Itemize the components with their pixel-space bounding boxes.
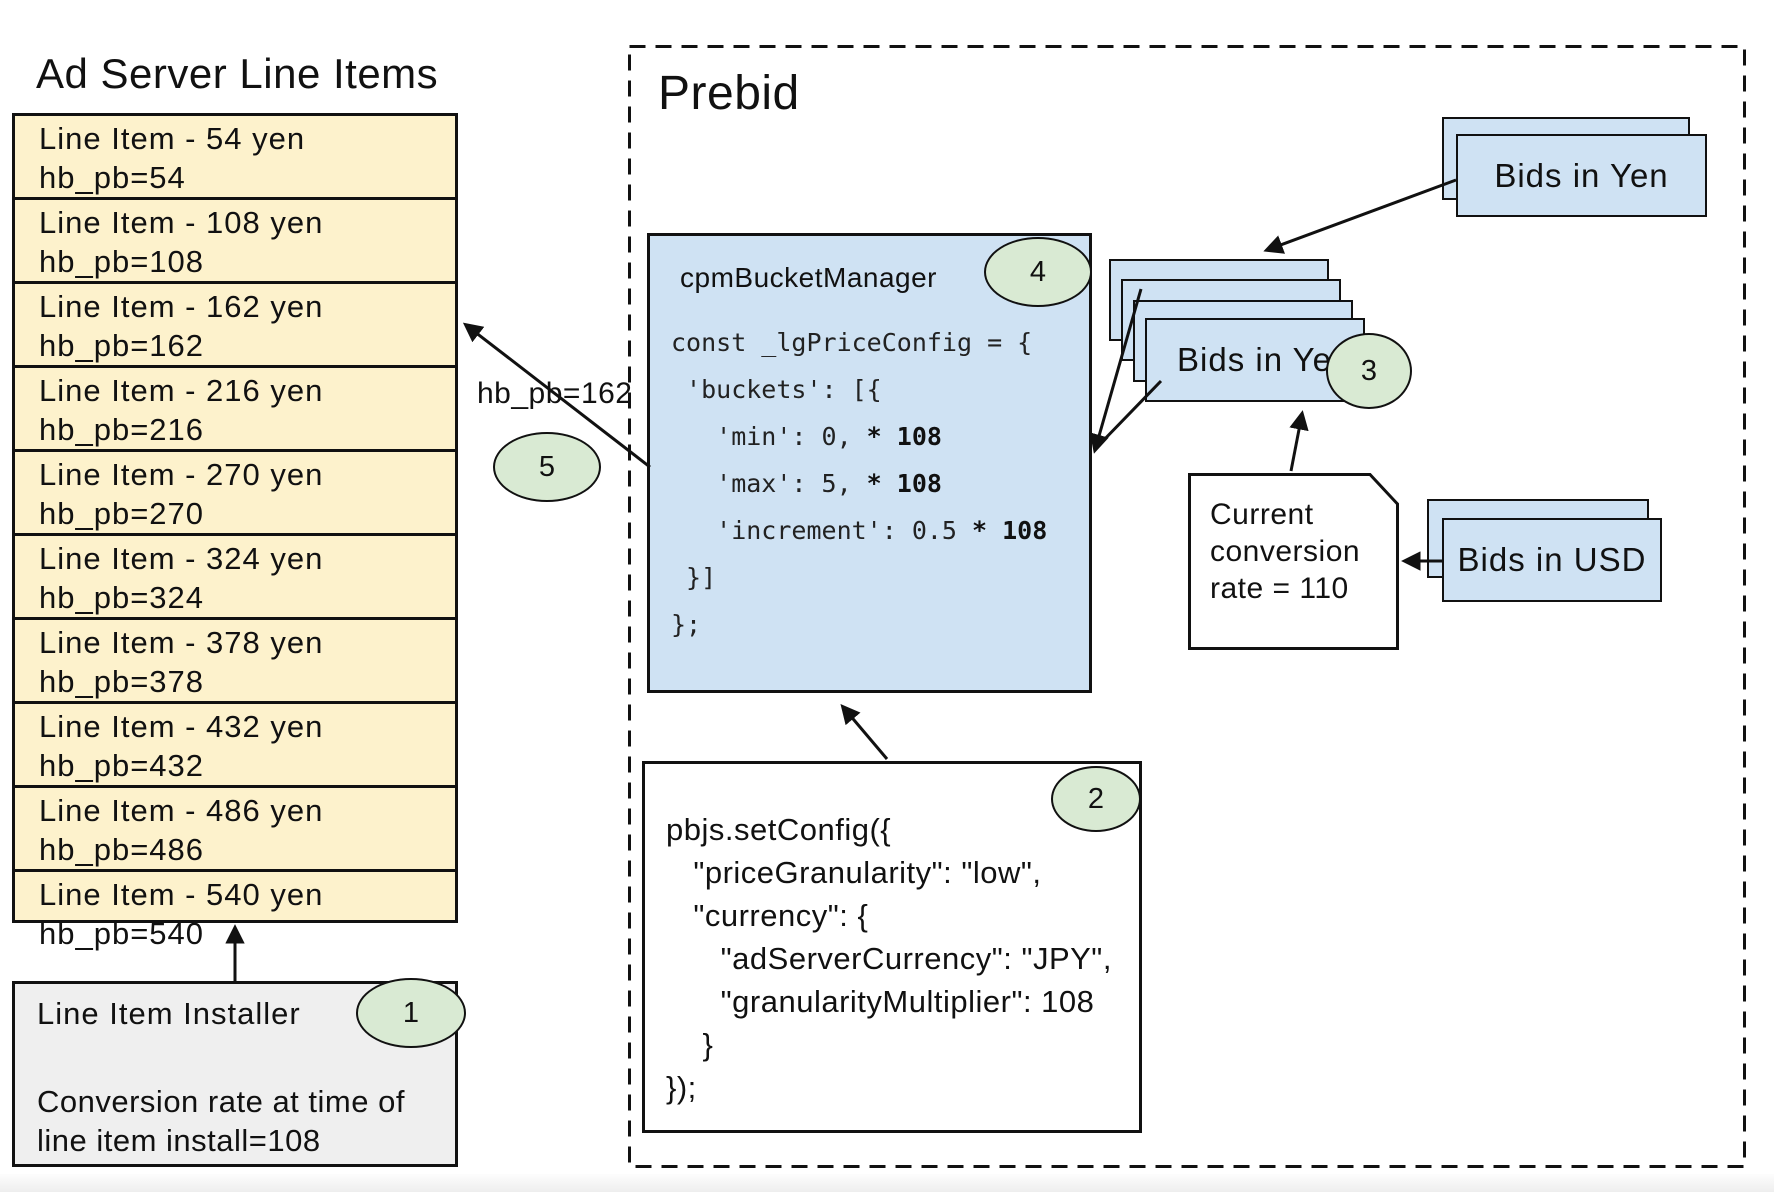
line-item-name: Line Item - 270 yen [39, 457, 324, 492]
set-config-code-line: } [666, 1027, 714, 1062]
set-config-step-badge: 2 [1051, 766, 1141, 832]
page-bottom-edge [0, 1174, 1774, 1192]
line-item-hbpb: hb_pb=162 [39, 328, 205, 363]
line-item-installer-box: Line Item Installer Conversion rate at t… [12, 981, 458, 1167]
line-item-name: Line Item - 162 yen [39, 289, 324, 324]
hb-pb-step-badge: 5 [493, 432, 601, 502]
line-item-row: Line Item - 108 yen hb_pb=108 [15, 200, 455, 284]
conversion-note-line-3: rate = 110 [1210, 572, 1349, 605]
installer-note: Conversion rate at time of line item ins… [37, 1082, 405, 1160]
line-item-row: Line Item - 432 yen hb_pb=432 [15, 704, 455, 788]
installer-note-line-2: line item install=108 [37, 1123, 321, 1158]
line-item-name: Line Item - 54 yen [39, 121, 306, 156]
set-config-code-line: pbjs.setConfig({ [666, 812, 892, 847]
line-item-hbpb: hb_pb=324 [39, 580, 205, 615]
installer-title: Line Item Installer [37, 996, 301, 1031]
arrow-note-to-stack [1289, 410, 1309, 472]
set-config-code-line: "currency": { [666, 898, 869, 933]
cpm-code-line: 'buckets': [{ [671, 375, 882, 404]
arrow-yen-top-to-stack [1263, 178, 1457, 254]
bids-in-yen-top-card: Bids in Yen [1456, 134, 1707, 217]
set-config-code-line: "granularityMultiplier": 108 [666, 984, 1095, 1019]
bids-in-usd-card: Bids in USD [1442, 518, 1662, 602]
line-item-row: Line Item - 216 yen hb_pb=216 [15, 368, 455, 452]
conversion-note-line-1: Current [1210, 498, 1314, 531]
bids-in-usd-label: Bids in USD [1457, 541, 1647, 578]
line-item-hbpb: hb_pb=54 [39, 160, 186, 195]
conversion-rate-note: Current conversion rate = 110 [1210, 496, 1360, 607]
line-item-hbpb: hb_pb=486 [39, 832, 205, 867]
set-config-code-block: pbjs.setConfig({ "priceGranularity": "lo… [666, 808, 1112, 1109]
cpm-code-line: 'min': 0, * 108 [671, 422, 942, 451]
line-item-hbpb: hb_pb=540 [39, 916, 205, 951]
line-item-name: Line Item - 378 yen [39, 625, 324, 660]
line-item-name: Line Item - 324 yen [39, 541, 324, 576]
line-item-hbpb: hb_pb=270 [39, 496, 205, 531]
line-item-hbpb: hb_pb=432 [39, 748, 205, 783]
cpm-bucket-manager-label: cpmBucketManager [680, 262, 938, 293]
line-item-hbpb: hb_pb=108 [39, 244, 205, 279]
line-item-row: Line Item - 378 yen hb_pb=378 [15, 620, 455, 704]
prebid-title: Prebid [658, 67, 800, 120]
installer-note-line-1: Conversion rate at time of [37, 1084, 405, 1119]
cpm-code-line: const _lgPriceConfig = { [671, 328, 1033, 357]
set-config-code-line: "adServerCurrency": "JPY", [666, 941, 1112, 976]
hb-pb-arrow-label: hb_pb=162 [477, 377, 633, 410]
line-item-name: Line Item - 432 yen [39, 709, 324, 744]
line-item-row: Line Item - 270 yen hb_pb=270 [15, 452, 455, 536]
ad-server-title: Ad Server Line Items [36, 50, 439, 97]
line-item-row: Line Item - 486 yen hb_pb=486 [15, 788, 455, 872]
cpm-code-line: 'max': 5, * 108 [671, 469, 942, 498]
line-item-hbpb: hb_pb=216 [39, 412, 205, 447]
line-item-row: Line Item - 540 yen hb_pb=540 [15, 872, 455, 953]
conversion-note-line-2: conversion [1210, 535, 1361, 568]
line-item-name: Line Item - 216 yen [39, 373, 324, 408]
arrow-config-to-cpm [840, 704, 889, 760]
installer-step-badge: 1 [356, 978, 466, 1048]
line-item-name: Line Item - 486 yen [39, 793, 324, 828]
cpm-code-line: 'increment': 0.5 * 108 [671, 516, 1048, 545]
cpm-code-block: const _lgPriceConfig = { 'buckets': [{ '… [671, 319, 1047, 648]
line-item-name: Line Item - 108 yen [39, 205, 324, 240]
cpm-code-line: }] [671, 563, 717, 592]
line-item-row: Line Item - 54 yen hb_pb=54 [15, 116, 455, 200]
line-item-name: Line Item - 540 yen [39, 877, 324, 912]
cpm-code-line: }; [671, 610, 702, 639]
bids-in-yen-step-badge: 3 [1326, 333, 1412, 409]
cpm-step-badge: 4 [984, 237, 1092, 307]
set-config-code-line: }); [666, 1070, 697, 1105]
line-item-row: Line Item - 324 yen hb_pb=324 [15, 536, 455, 620]
line-item-row: Line Item - 162 yen hb_pb=162 [15, 284, 455, 368]
set-config-code-line: "priceGranularity": "low", [666, 855, 1042, 890]
bids-in-yen-top-label: Bids in Yen [1494, 156, 1669, 194]
line-item-hbpb: hb_pb=378 [39, 664, 205, 699]
